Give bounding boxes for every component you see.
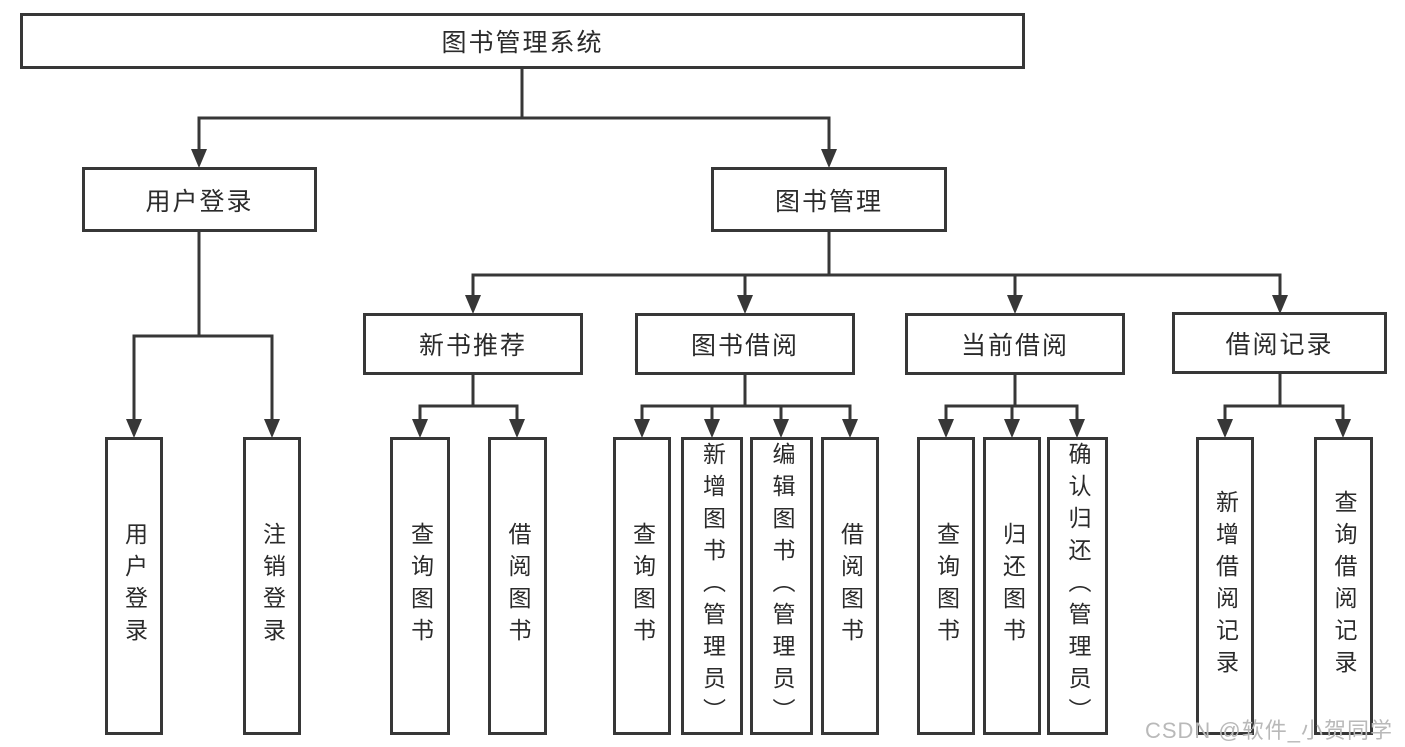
edge-book-mgmt-to-level3 bbox=[471, 232, 1282, 296]
leaf-bb-edit-book-label: 编辑图书（管理员） bbox=[769, 442, 795, 730]
leaf-user-login: 用户登录 bbox=[105, 437, 163, 735]
node-book-borrow-label: 图书借阅 bbox=[690, 332, 799, 360]
leaf-nbr-query-book: 查询图书 bbox=[390, 437, 450, 735]
edge-borrow-records-to-leaves bbox=[1223, 374, 1345, 420]
node-new-book-rec-label: 新书推荐 bbox=[418, 332, 527, 360]
leaf-bb-query-book: 查询图书 bbox=[613, 437, 671, 735]
leaf-bb-query-book-label: 查询图书 bbox=[629, 522, 656, 650]
leaf-br-query-record-label: 查询借阅记录 bbox=[1331, 490, 1357, 682]
leaf-br-query-record: 查询借阅记录 bbox=[1314, 437, 1373, 735]
leaf-logout: 注销登录 bbox=[243, 437, 301, 735]
node-root-label: 图书管理系统 bbox=[441, 29, 604, 57]
node-user-login: 用户登录 bbox=[82, 167, 317, 232]
leaf-cb-confirm-return-label: 确认归还（管理员） bbox=[1065, 442, 1091, 730]
leaf-user-login-label: 用户登录 bbox=[121, 522, 148, 650]
leaf-br-add-record: 新增借阅记录 bbox=[1196, 437, 1254, 735]
node-current-borrow-label: 当前借阅 bbox=[960, 332, 1069, 360]
leaf-br-add-record-label: 新增借阅记录 bbox=[1212, 490, 1239, 682]
leaf-nbr-borrow-book: 借阅图书 bbox=[488, 437, 547, 735]
node-root: 图书管理系统 bbox=[20, 13, 1025, 69]
node-borrow-records-label: 借阅记录 bbox=[1225, 331, 1334, 359]
edge-new-book-rec-to-leaves bbox=[418, 375, 519, 420]
node-user-login-label: 用户登录 bbox=[145, 187, 254, 216]
leaf-bb-borrow-book-label: 借阅图书 bbox=[837, 522, 864, 650]
node-borrow-records: 借阅记录 bbox=[1172, 312, 1387, 374]
leaf-cb-confirm-return: 确认归还（管理员） bbox=[1047, 437, 1108, 735]
leaf-bb-add-book-label: 新增图书（管理员） bbox=[699, 442, 726, 730]
node-current-borrow: 当前借阅 bbox=[905, 313, 1125, 375]
leaf-bb-edit-book: 编辑图书（管理员） bbox=[750, 437, 813, 735]
leaf-cb-query-book: 查询图书 bbox=[917, 437, 975, 735]
csdn-watermark: CSDN @软件_小贺同学 bbox=[1144, 718, 1393, 743]
edge-book-borrow-to-leaves bbox=[640, 375, 852, 420]
leaf-bb-borrow-book: 借阅图书 bbox=[821, 437, 879, 735]
leaf-cb-query-book-label: 查询图书 bbox=[933, 522, 960, 650]
leaf-nbr-query-book-label: 查询图书 bbox=[407, 522, 434, 650]
node-book-mgmt: 图书管理 bbox=[711, 167, 947, 232]
leaf-nbr-borrow-book-label: 借阅图书 bbox=[505, 522, 531, 650]
edge-current-borrow-to-leaves bbox=[944, 375, 1079, 420]
edge-root-to-level2 bbox=[197, 68, 831, 150]
leaf-logout-label: 注销登录 bbox=[259, 522, 286, 650]
node-book-borrow: 图书借阅 bbox=[635, 313, 855, 375]
node-new-book-rec: 新书推荐 bbox=[363, 313, 583, 375]
arrowheads bbox=[126, 149, 1351, 438]
node-book-mgmt-label: 图书管理 bbox=[774, 187, 883, 216]
leaf-bb-add-book: 新增图书（管理员） bbox=[681, 437, 743, 735]
leaf-cb-return-book: 归还图书 bbox=[983, 437, 1041, 735]
leaf-cb-return-book-label: 归还图书 bbox=[999, 522, 1026, 650]
edge-user-login-to-leaves bbox=[132, 232, 274, 420]
